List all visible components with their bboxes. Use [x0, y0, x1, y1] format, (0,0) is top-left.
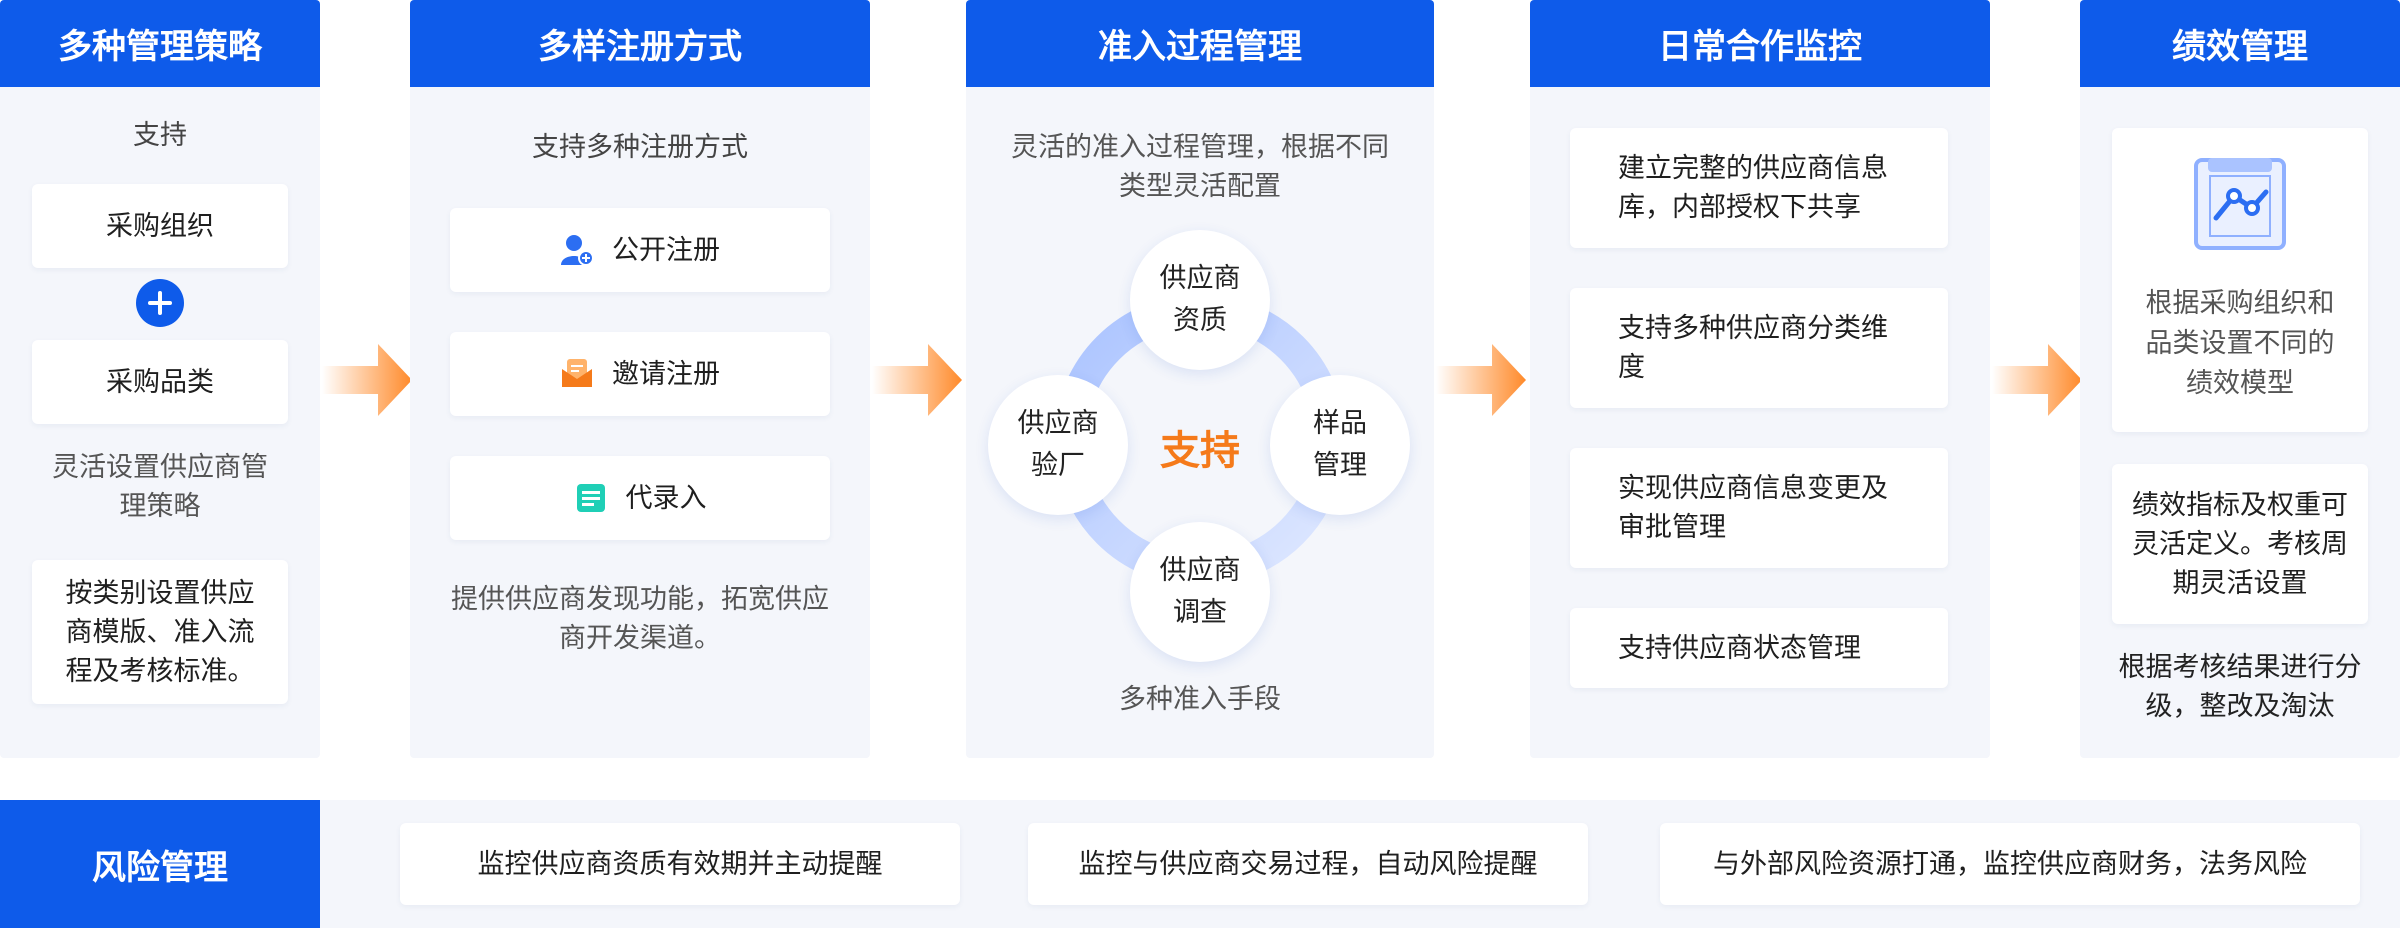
column-strategy: 多种管理策略 支持 采购组织 采购品类 灵活设置供应商管理策略 按类别设置供应商… [0, 0, 320, 758]
item-purchase-category: 采购品类 [32, 340, 288, 424]
column-performance: 绩效管理 根据采购组织和品类设置不同的绩效模型 绩效指标及权重可灵活定义。考核周… [2080, 0, 2400, 758]
performance-indicator-card: 绩效指标及权重可灵活定义。考核周期灵活设置 [2112, 464, 2368, 624]
column-title: 准入过程管理 [966, 0, 1434, 87]
mail-icon [562, 359, 592, 387]
monitor-item: 支持多种供应商分类维度 [1570, 288, 1948, 408]
column-registration: 多样注册方式 支持多种注册方式 公开注册 邀请注册 代录入 提供供应 [410, 0, 870, 758]
column-title: 多样注册方式 [410, 0, 870, 87]
monitor-item: 实现供应商信息变更及审批管理 [1570, 448, 1948, 568]
performance-model-card: 根据采购组织和品类设置不同的绩效模型 [2112, 128, 2368, 432]
node-sample-management: 样品管理 [1270, 375, 1410, 515]
performance-model-text: 根据采购组织和品类设置不同的绩效模型 [2145, 288, 2335, 399]
column-note: 多种准入手段 [1119, 684, 1281, 715]
column-note: 提供供应商发现功能，拓宽供应商开发渠道。 [451, 584, 829, 654]
option-proxy-entry: 代录入 [450, 456, 830, 540]
risk-item: 与外部风险资源打通，监控供应商财务，法务风险 [1660, 823, 2360, 905]
risk-title: 风险管理 [0, 800, 320, 928]
arrow-right-icon [1436, 344, 1526, 416]
user-add-icon [561, 235, 594, 266]
monitor-item: 建立完整的供应商信息库，内部授权下共享 [1570, 128, 1948, 248]
option-public-register: 公开注册 [450, 208, 830, 292]
column-note: 灵活设置供应商管理策略 [52, 452, 268, 522]
column-note: 根据考核结果进行分级，整改及淘汰 [2118, 652, 2362, 722]
center-label: 支持 [1160, 428, 1240, 474]
node-supplier-investigation: 供应商调查 [1130, 522, 1270, 662]
column-title: 多种管理策略 [0, 0, 320, 87]
risk-item: 监控供应商资质有效期并主动提醒 [400, 823, 960, 905]
chart-box-icon [2194, 158, 2286, 250]
monitor-item: 支持供应商状态管理 [1570, 608, 1948, 688]
node-supplier-qualification: 供应商资质 [1130, 230, 1270, 370]
node-supplier-audit: 供应商验厂 [988, 375, 1128, 515]
option-label: 公开注册 [612, 234, 720, 266]
option-label: 邀请注册 [612, 358, 720, 390]
column-monitoring: 日常合作监控 建立完整的供应商信息库，内部授权下共享 支持多种供应商分类维度 实… [1530, 0, 1990, 758]
option-invite-register: 邀请注册 [450, 332, 830, 416]
risk-item: 监控与供应商交易过程，自动风险提醒 [1028, 823, 1588, 905]
column-footer-card: 按类别设置供应商模版、准入流程及考核标准。 [32, 560, 288, 704]
arrow-right-icon [1992, 344, 2082, 416]
item-purchase-org: 采购组织 [32, 184, 288, 268]
plus-icon [136, 279, 184, 327]
column-intro: 支持 [133, 120, 187, 151]
column-title: 绩效管理 [2080, 0, 2400, 87]
column-intro: 支持多种注册方式 [532, 132, 748, 163]
column-intro: 灵活的准入过程管理，根据不同类型灵活配置 [1011, 132, 1389, 202]
document-icon [576, 484, 605, 512]
column-title: 日常合作监控 [1530, 0, 1990, 87]
option-label: 代录入 [625, 482, 707, 514]
arrow-right-icon [872, 344, 962, 416]
arrow-right-icon [322, 344, 412, 416]
